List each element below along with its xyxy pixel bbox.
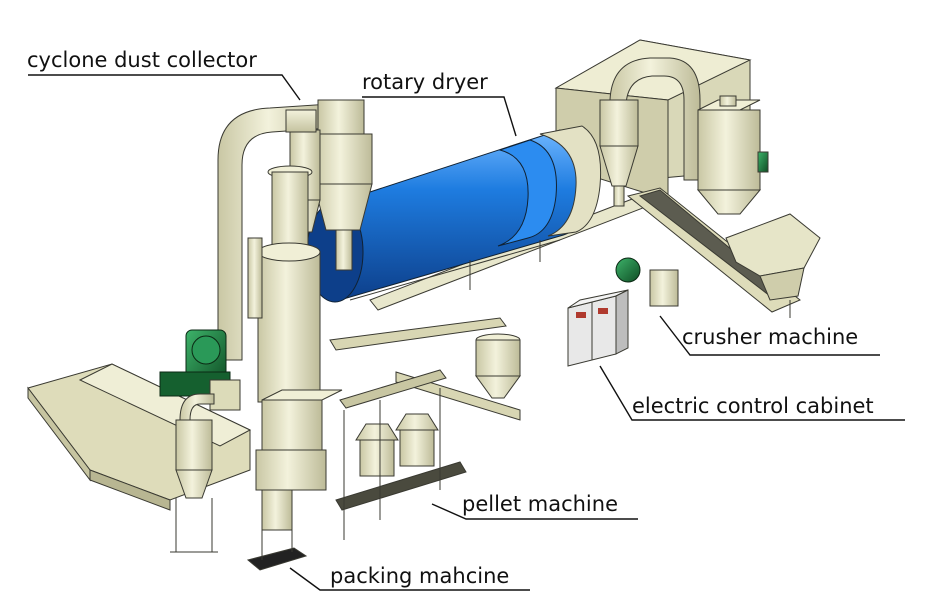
electric-control-cabinet — [567, 289, 629, 367]
label-crusher-machine: crusher machine — [682, 325, 859, 349]
label-electric-control-cabinet: electric control cabinet — [632, 394, 874, 418]
green-fan-motor — [159, 329, 241, 411]
cyclone-dust-collector — [285, 99, 373, 271]
leader-lines — [28, 74, 905, 591]
leader-crusher — [659, 315, 880, 356]
pellet-hopper — [475, 333, 521, 399]
label-cyclone-dust-collector: cyclone dust collector — [27, 48, 257, 72]
leader-cabinet — [599, 365, 905, 421]
leader-dryer — [362, 96, 517, 137]
leader-pellet — [431, 503, 638, 520]
leader-packing — [289, 567, 530, 591]
label-pellet-machine: pellet machine — [462, 492, 618, 516]
rotary-dryer — [306, 125, 602, 303]
label-packing-machine: packing mahcine — [330, 564, 510, 588]
right-cyclone — [599, 99, 639, 207]
pellet-machines — [329, 317, 521, 540]
label-rotary-dryer: rotary dryer — [362, 70, 488, 94]
leader-cyclone — [28, 74, 301, 101]
bag-filter — [696, 95, 769, 215]
packing-machine — [246, 389, 343, 571]
crusher-machine — [615, 187, 821, 318]
front-cyclone — [170, 393, 218, 553]
